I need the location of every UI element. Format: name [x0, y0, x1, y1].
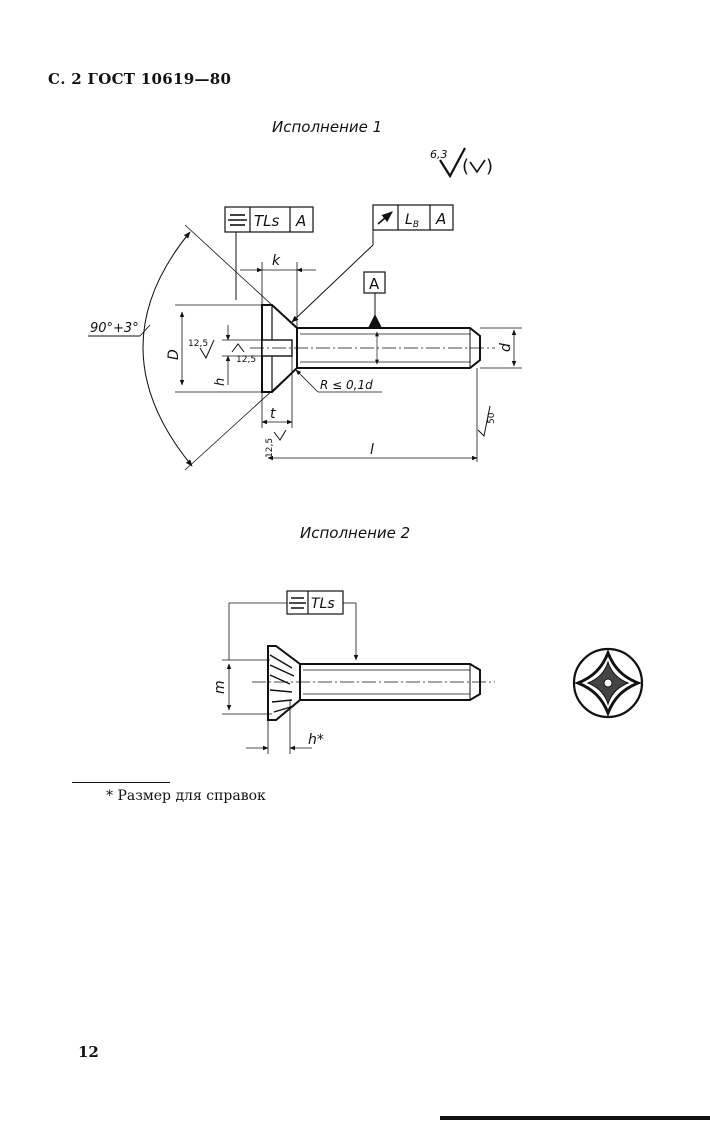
- rough-label-3: 12,5: [265, 438, 275, 458]
- label-h-star: h*: [308, 732, 324, 748]
- dim-l: l 50: [267, 368, 497, 462]
- svg-text:): ): [486, 156, 493, 177]
- label-D: D: [166, 349, 182, 360]
- footnote-rule: [72, 782, 170, 783]
- rough-label-1: 12,5: [188, 339, 208, 349]
- angle-label: 90°+3°: [90, 321, 139, 336]
- frame-left-tolerance: TLs: [254, 212, 280, 230]
- dim-D: D: [166, 304, 262, 393]
- page-header: С. 2 ГОСТ 10619—80: [48, 70, 232, 88]
- angle-dimension: 90°+3°: [88, 224, 298, 471]
- datum-label: A: [369, 275, 380, 293]
- label-radius: R ≤ 0,1d: [320, 378, 373, 392]
- svg-text:(: (: [462, 156, 469, 177]
- tolerance-frame-symmetry: TLs A: [224, 206, 314, 300]
- screw-variant2: [252, 645, 495, 721]
- frame-right-datum: A: [435, 210, 446, 228]
- bottom-rule: [440, 1116, 710, 1120]
- dim-h: h 12,5 12,5: [188, 325, 262, 386]
- variant2-caption: Исполнение 2: [300, 524, 410, 542]
- label-k: k: [272, 253, 281, 269]
- dim-k: k: [240, 253, 316, 328]
- rough-label-4: 50: [487, 412, 497, 424]
- label-t: t: [270, 406, 276, 422]
- cross-recess-end-view: [572, 647, 644, 719]
- tolerance-frame-runout: LB A: [291, 204, 454, 323]
- footnote: * Размер для справок: [106, 788, 266, 804]
- dim-m: m: [212, 659, 272, 715]
- tolerance-frame-v2: TLs: [228, 590, 359, 661]
- variant1-caption: Исполнение 1: [272, 118, 382, 136]
- dim-t: t 12,5: [261, 356, 293, 458]
- frame-left-datum: A: [295, 212, 306, 230]
- frame-v2-tolerance: TLs: [311, 596, 335, 612]
- label-l: l: [370, 442, 374, 458]
- dim-d: d: [480, 327, 522, 369]
- label-d: d: [498, 343, 514, 352]
- radius-callout: R ≤ 0,1d: [295, 369, 382, 393]
- datum-mark: A: [363, 271, 386, 328]
- dim-h-star: h*: [246, 700, 324, 754]
- label-h: h: [213, 378, 228, 386]
- roughness-general-mark: 6,3 ( ): [430, 147, 493, 179]
- frame-right-tolerance: LB: [405, 212, 419, 230]
- label-m: m: [212, 680, 228, 694]
- page-number: 12: [78, 1043, 99, 1061]
- rough-label-2: 12,5: [236, 355, 256, 365]
- roughness-value: 6,3: [430, 148, 448, 161]
